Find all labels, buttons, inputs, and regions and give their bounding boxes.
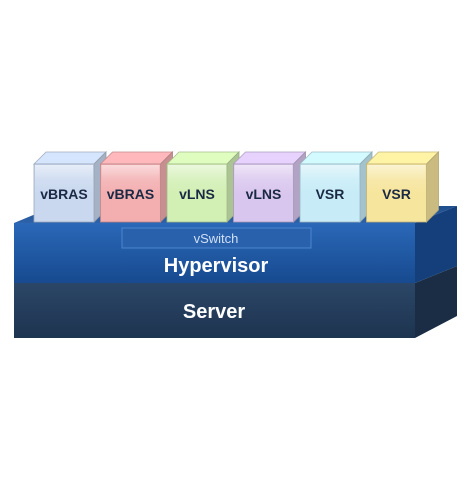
vm-cube-3: vLNS bbox=[166, 151, 240, 223]
vm-cube-label: vLNS bbox=[246, 186, 282, 202]
vm-cube-top-face bbox=[365, 151, 440, 165]
hypervisor-label: Hypervisor bbox=[164, 255, 269, 277]
vm-cube-6: VSR bbox=[365, 151, 440, 223]
server-side-face bbox=[415, 266, 457, 338]
vswitch-label: vSwitch bbox=[194, 231, 239, 246]
vm-cube-top-face bbox=[299, 151, 373, 165]
vm-cube-label: vBRAS bbox=[107, 186, 154, 202]
server-label: Server bbox=[183, 301, 245, 323]
vm-cube-highlight bbox=[234, 165, 293, 194]
hypervisor-layer: vSwitch Hypervisor bbox=[14, 206, 457, 283]
vm-cube-top-face bbox=[33, 151, 107, 165]
vm-cube-label: VSR bbox=[382, 186, 411, 202]
vm-cube-2: vBRAS bbox=[99, 151, 174, 223]
vm-cube-highlight bbox=[367, 165, 426, 194]
vswitch-box bbox=[121, 227, 312, 249]
vm-cubes: vBRAS vBRAS vLNS vLNS VSR VSR bbox=[33, 151, 440, 223]
vm-cube-5: VSR bbox=[299, 151, 373, 223]
vm-cube-label: vLNS bbox=[179, 186, 215, 202]
vm-cube-label: vBRAS bbox=[40, 186, 87, 202]
vm-cube-side-face bbox=[426, 151, 439, 223]
vm-cube-4: vLNS bbox=[232, 151, 307, 223]
vm-cube-highlight bbox=[301, 165, 359, 194]
vm-cube-top-face bbox=[232, 151, 307, 165]
hypervisor-side-face bbox=[415, 206, 457, 283]
server-front-face bbox=[14, 283, 415, 338]
vm-cube-highlight bbox=[101, 165, 160, 194]
vm-cube-top-face bbox=[99, 151, 174, 165]
server-layer: Server bbox=[14, 266, 457, 338]
vm-cube-highlight bbox=[168, 165, 226, 194]
vm-cube-highlight bbox=[35, 165, 93, 194]
vm-cube-label: VSR bbox=[316, 186, 345, 202]
vm-cube-top-face bbox=[166, 151, 240, 165]
vm-cube-1: vBRAS bbox=[33, 151, 107, 223]
